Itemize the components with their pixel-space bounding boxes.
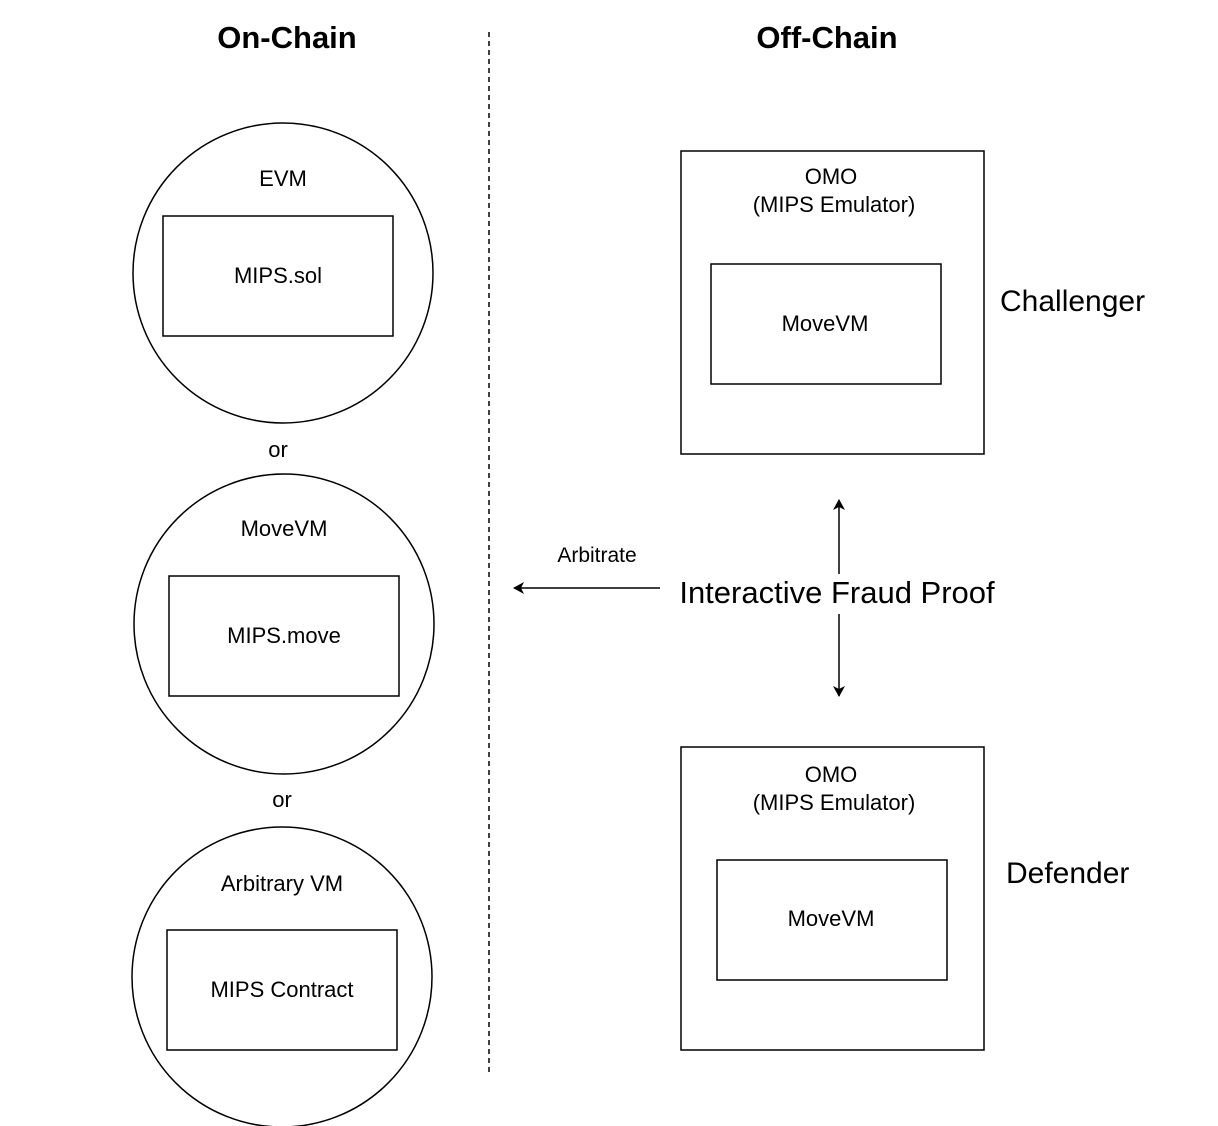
or-separator-2: or: [272, 787, 292, 812]
fraud-proof-label: Interactive Fraud Proof: [679, 575, 995, 610]
vm-circle-arbitrary: Arbitrary VM MIPS Contract: [131, 826, 433, 1126]
on-chain-header: On-Chain: [217, 20, 357, 55]
defender-role-label: Defender: [1006, 857, 1129, 890]
challenger-movevm-label: MoveVM: [782, 311, 869, 336]
challenger-role-label: Challenger: [1000, 285, 1145, 318]
off-chain-header: Off-Chain: [756, 20, 897, 55]
defender-movevm-box: [716, 859, 948, 981]
or-separator-1: or: [268, 437, 288, 462]
contract-box-arbitrary: [166, 929, 398, 1051]
contract-label-movevm: MIPS.move: [227, 623, 341, 648]
vm-circle-evm: EVM MIPS.sol: [132, 122, 434, 424]
vm-label-evm: EVM: [259, 166, 307, 191]
challenger-emulator: OMO (MIPS Emulator) MoveVM: [680, 150, 985, 455]
defender-emulator-title: OMO: [805, 762, 858, 787]
contract-box-movevm: [168, 575, 400, 697]
defender-emulator-box: [680, 746, 985, 1051]
defender-emulator-subtitle: (MIPS Emulator): [753, 790, 916, 815]
vm-circle-movevm: MoveVM MIPS.move: [133, 473, 435, 775]
contract-label-evm: MIPS.sol: [234, 263, 322, 288]
challenger-emulator-box: [680, 150, 985, 455]
arbitrate-label: Arbitrate: [557, 544, 636, 567]
vm-label-movevm: MoveVM: [241, 516, 328, 541]
defender-emulator: OMO (MIPS Emulator) MoveVM: [680, 746, 985, 1051]
challenger-emulator-title: OMO: [805, 164, 858, 189]
vm-label-arbitrary: Arbitrary VM: [221, 871, 343, 896]
contract-box-evm: [162, 215, 394, 337]
challenger-emulator-subtitle: (MIPS Emulator): [753, 192, 916, 217]
challenger-movevm-box: [710, 263, 942, 385]
contract-label-arbitrary: MIPS Contract: [210, 977, 353, 1002]
defender-movevm-label: MoveVM: [788, 906, 875, 931]
